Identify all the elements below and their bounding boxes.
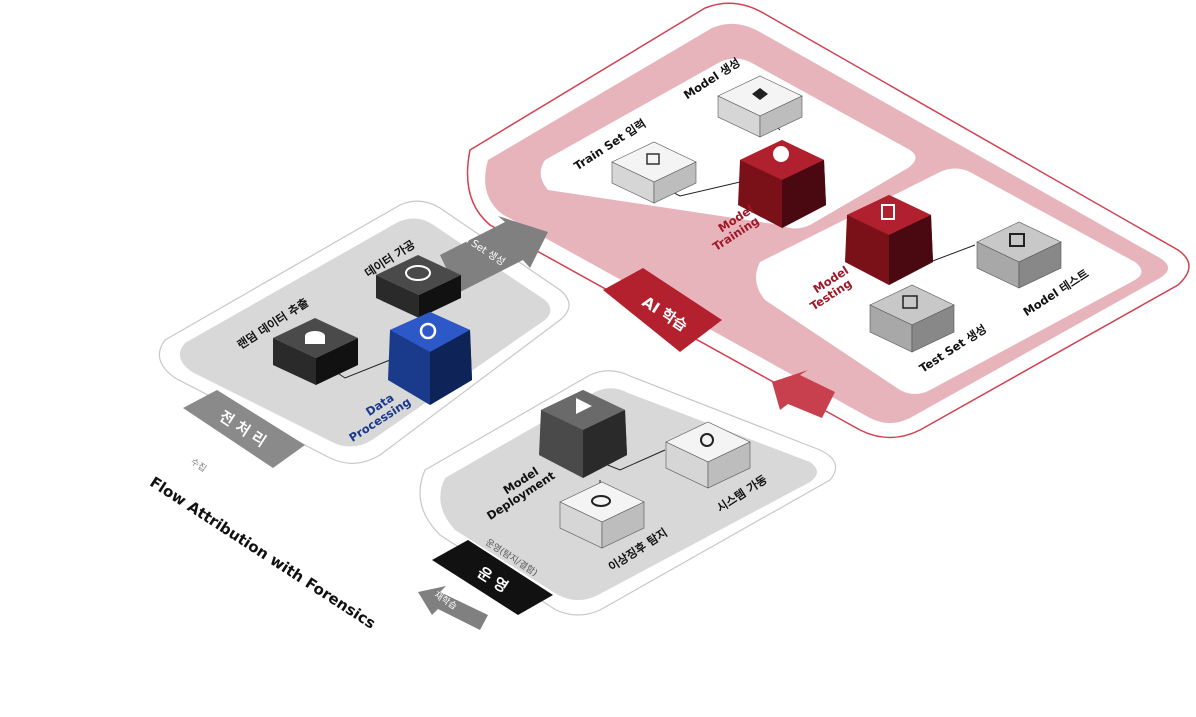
retrain-arrow bbox=[418, 586, 488, 630]
random-extract-cube bbox=[273, 318, 358, 385]
hexagons-icon bbox=[773, 146, 789, 162]
system-run-cube bbox=[665, 421, 751, 489]
cube-icon bbox=[646, 153, 660, 165]
ai-learning-panel: AI 학습 bbox=[466, 2, 1190, 439]
copy-icon bbox=[902, 295, 918, 309]
test-icon bbox=[881, 204, 895, 220]
operation-panel: 운 영 운영(탐지/결함) bbox=[419, 370, 837, 616]
ai-output-arrow bbox=[772, 370, 835, 418]
play-icon bbox=[576, 398, 592, 414]
train-set-arrow bbox=[440, 216, 548, 293]
gear-icon bbox=[700, 433, 714, 447]
box-icon bbox=[752, 88, 768, 100]
data-processing-cube bbox=[388, 312, 472, 405]
gears-icon bbox=[419, 322, 437, 340]
model-training-cube bbox=[738, 140, 826, 228]
collect-label: 수집 bbox=[188, 455, 208, 474]
train-input-cube bbox=[611, 141, 697, 204]
model-testing-cube bbox=[845, 195, 933, 285]
model-create-cube bbox=[717, 75, 803, 138]
model-test-cube bbox=[976, 221, 1062, 289]
ai-tag-bg bbox=[603, 268, 722, 352]
check-icon bbox=[1009, 233, 1025, 247]
eye-icon bbox=[591, 495, 611, 507]
data-refine-cube bbox=[376, 255, 461, 318]
preprocessing-tag-bg bbox=[183, 390, 305, 468]
test-set-cube bbox=[869, 284, 955, 353]
footer-title: Flow Attribution with Forensics bbox=[147, 473, 379, 633]
anomaly-cube bbox=[559, 481, 645, 549]
operation-tag-bg bbox=[432, 540, 553, 615]
model-deployment-cube bbox=[539, 390, 627, 478]
storage-icon bbox=[405, 265, 431, 281]
